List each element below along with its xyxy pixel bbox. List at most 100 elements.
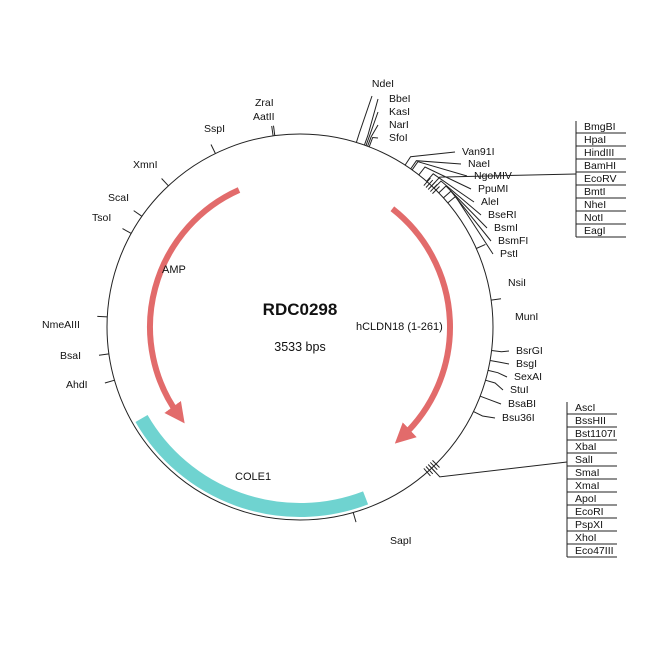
site-tick-scai — [133, 210, 143, 217]
site-label-asci[interactable]: AscI — [575, 402, 595, 414]
site-tick-alei — [426, 173, 475, 203]
site-tick-van91i — [404, 151, 456, 166]
site-label-ndei[interactable]: NdeI — [372, 78, 394, 90]
feature-hcldn18-arrow[interactable] — [390, 206, 453, 444]
site-label-apoi[interactable]: ApoI — [575, 493, 597, 505]
feature-layer — [135, 187, 453, 517]
site-label-bsgi[interactable]: BsgI — [516, 358, 537, 370]
feature-label-amp: AMP — [162, 264, 186, 276]
cluster-hatch-mcs-bottom — [429, 462, 438, 471]
site-tick-naei — [410, 160, 462, 170]
site-label-nsii[interactable]: NsiI — [508, 277, 526, 289]
site-label-sexai[interactable]: SexAI — [514, 371, 542, 383]
site-tick-nari — [367, 124, 379, 147]
site-label-bsmfi[interactable]: BsmFI — [498, 235, 528, 247]
site-label-bst1107i[interactable]: Bst1107I — [575, 428, 616, 440]
site-label-bseri[interactable]: BseRI — [488, 209, 517, 221]
site-tick-kasi — [365, 111, 379, 146]
cluster-hatch-mcs-bottom — [425, 466, 434, 475]
site-label-bmgbi[interactable]: BmgBI — [584, 121, 616, 133]
site-label-bsu36i[interactable]: Bsu36I — [502, 412, 535, 424]
site-label-bsai[interactable]: BsaI — [60, 350, 81, 362]
site-tick-bbei — [363, 98, 379, 146]
feature-label-hcldn18: hCLDN18 (1-261) — [356, 321, 443, 333]
site-label-bmti[interactable]: BmtI — [584, 186, 606, 198]
site-tick-aatii — [271, 125, 274, 136]
site-tick-ppumi — [418, 166, 472, 190]
site-label-muni[interactable]: MunI — [515, 311, 538, 323]
site-label-van91i[interactable]: Van91I — [462, 146, 495, 158]
site-label-kasi[interactable]: KasI — [389, 106, 410, 118]
feature-label-cole1: COLE1 — [235, 471, 271, 483]
site-tick-nmeaiii — [97, 315, 108, 318]
site-label-zrai[interactable]: ZraI — [255, 97, 274, 109]
cluster-connector-mcs-bottom — [429, 461, 568, 478]
site-tick-bsgi — [490, 360, 510, 365]
site-label-xmni[interactable]: XmnI — [133, 159, 158, 171]
cluster-connector-mcs-top — [429, 173, 577, 188]
site-label-psti[interactable]: PstI — [500, 248, 518, 260]
site-label-xbai[interactable]: XbaI — [575, 441, 597, 453]
site-tick-tsoi — [122, 228, 132, 234]
plasmid-name: RDC0298 — [263, 300, 338, 319]
site-label-nhei[interactable]: NheI — [584, 199, 606, 211]
site-label-bsshii[interactable]: BssHII — [575, 415, 606, 427]
site-label-scai[interactable]: ScaI — [108, 192, 129, 204]
site-label-pspxi[interactable]: PspXI — [575, 519, 603, 531]
site-label-smai[interactable]: SmaI — [575, 467, 600, 479]
site-label-sali[interactable]: SalI — [575, 454, 593, 466]
site-label-bsrgi[interactable]: BsrGI — [516, 345, 543, 357]
site-label-nari[interactable]: NarI — [389, 119, 409, 131]
site-label-noti[interactable]: NotI — [584, 212, 603, 224]
feature-cole1-band[interactable] — [135, 414, 369, 517]
cluster-hatch-mcs-bottom — [432, 460, 440, 468]
site-label-aatii[interactable]: AatII — [253, 111, 275, 123]
site-tick-bsabi — [480, 395, 502, 405]
site-label-sspi[interactable]: SspI — [204, 123, 225, 135]
site-tick-bsmi — [438, 185, 488, 229]
site-label-naei[interactable]: NaeI — [468, 158, 490, 170]
site-label-stui[interactable]: StuI — [510, 384, 529, 396]
site-label-eco47iii[interactable]: Eco47III — [575, 545, 614, 557]
site-tick-muni — [491, 298, 502, 301]
site-tick-bsmfi — [443, 190, 492, 242]
site-label-ecori[interactable]: EcoRI — [575, 506, 604, 518]
site-tick-zrai — [273, 125, 276, 136]
site-tick-bsu36i — [473, 411, 496, 419]
site-label-bamhi[interactable]: BamHI — [584, 160, 616, 172]
cluster-hatch-mcs-top — [425, 179, 434, 188]
site-label-hpai[interactable]: HpaI — [584, 134, 606, 146]
plasmid-backbone — [106, 133, 494, 521]
site-tick-bsrgi — [491, 350, 510, 353]
site-tick-psti — [447, 195, 494, 255]
cluster-hatch-mcs-bottom — [423, 468, 431, 477]
site-tick-ndei — [355, 95, 373, 143]
site-tick-stui — [485, 379, 504, 391]
site-tick-xmni — [161, 178, 169, 187]
site-label-hindiii[interactable]: HindIII — [584, 147, 614, 159]
site-label-sapi[interactable]: SapI — [390, 535, 412, 547]
site-label-xmai[interactable]: XmaI — [575, 480, 600, 492]
cluster-hatch-mcs-top — [432, 186, 440, 194]
site-label-sfoi[interactable]: SfoI — [389, 132, 408, 144]
site-label-ppumi[interactable]: PpuMI — [478, 183, 508, 195]
site-tick-ngomiv — [411, 161, 468, 177]
cluster-hatch-mcs-top — [423, 177, 431, 186]
site-label-bsmi[interactable]: BsmI — [494, 222, 518, 234]
site-label-alei[interactable]: AleI — [481, 196, 499, 208]
plasmid-length: 3533 bps — [274, 340, 325, 354]
site-label-tsoi[interactable]: TsoI — [92, 212, 111, 224]
site-label-bbei[interactable]: BbeI — [389, 93, 411, 105]
feature-amp-arrow[interactable] — [147, 187, 241, 424]
site-label-nmeaiii[interactable]: NmeAIII — [42, 319, 80, 331]
site-tick-sfoi — [368, 136, 379, 147]
site-label-ahdi[interactable]: AhdI — [66, 379, 88, 391]
site-label-bsabi[interactable]: BsaBI — [508, 398, 536, 410]
site-label-eagi[interactable]: EagI — [584, 225, 606, 237]
site-tick-ahdi — [104, 379, 115, 384]
site-tick-sexai — [487, 369, 508, 378]
site-label-ecorv[interactable]: EcoRV — [584, 173, 617, 185]
site-label-xhoi[interactable]: XhoI — [575, 532, 597, 544]
site-tick-sapi — [352, 512, 357, 523]
